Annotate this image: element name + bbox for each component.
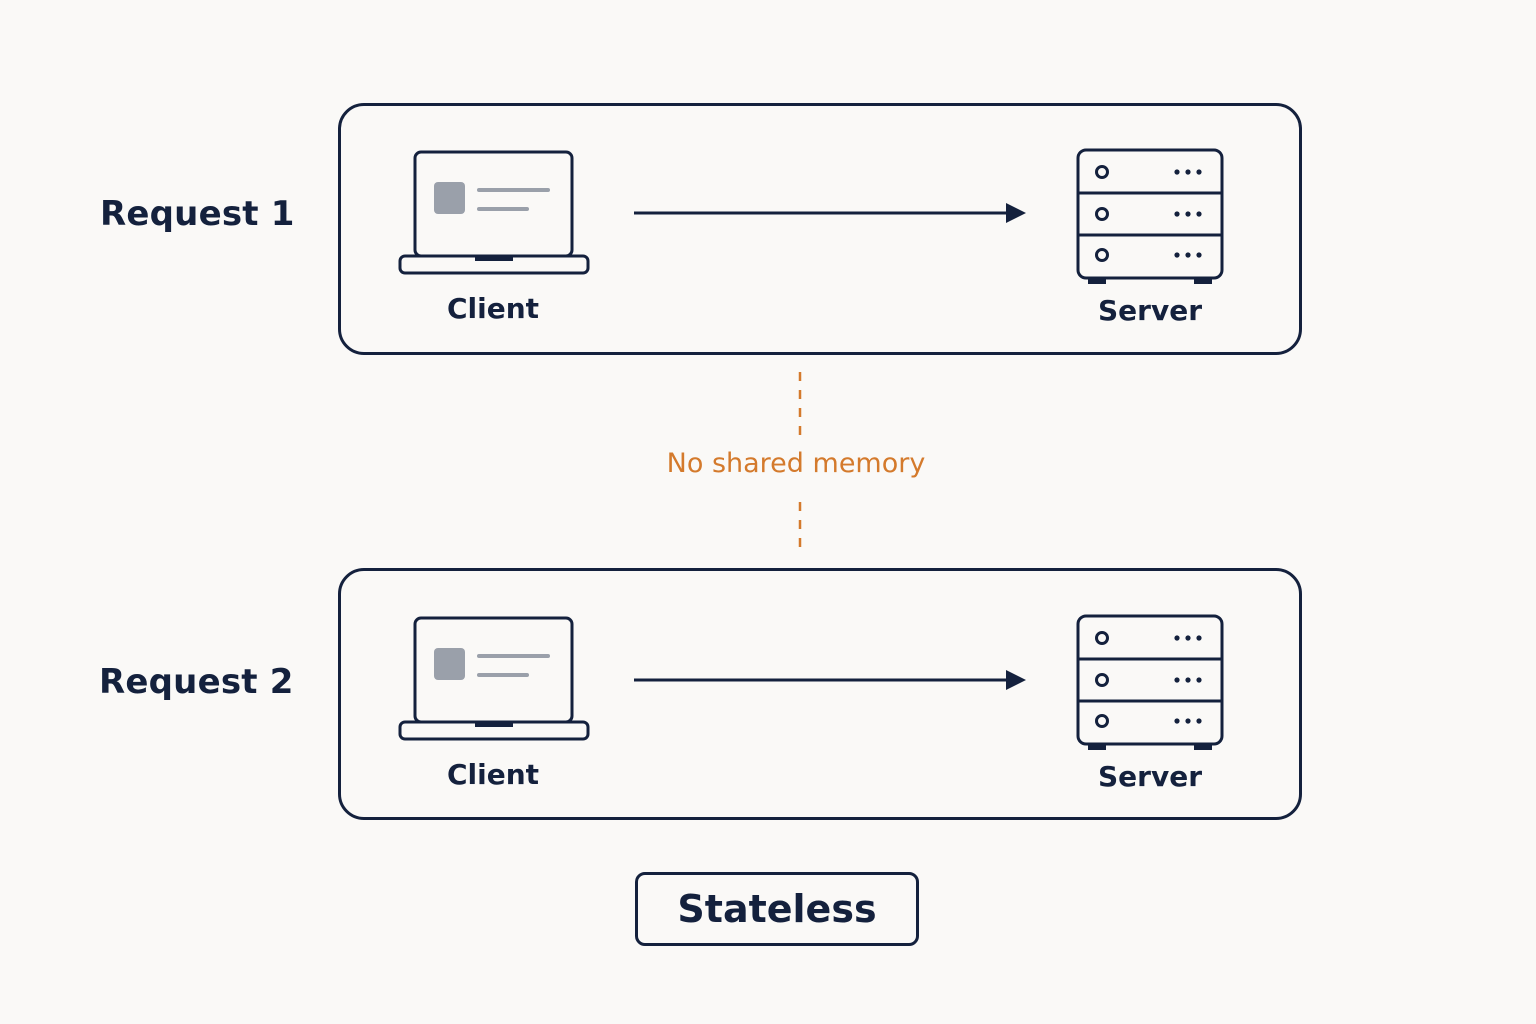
no-shared-memory-note: No shared memory: [666, 448, 926, 479]
divider-line-top: [798, 372, 802, 438]
server-rack-icon: [1076, 148, 1224, 284]
divider-line-bottom: [798, 502, 802, 550]
request-1-server-label: Server: [1097, 294, 1202, 327]
laptop-icon: [398, 150, 590, 275]
server-rack-icon: [1076, 614, 1224, 750]
arrow-right-icon: [634, 670, 1026, 690]
request-1-client-label: Client: [446, 292, 540, 325]
request-2-client-label: Client: [446, 758, 540, 791]
request-2-server-label: Server: [1097, 760, 1202, 793]
request-1-label: Request 1: [100, 194, 295, 234]
arrow-right-icon: [634, 203, 1026, 223]
request-2-label: Request 2: [99, 662, 294, 702]
stateless-badge: Stateless: [635, 872, 919, 946]
laptop-icon: [398, 616, 590, 741]
request-2-panel: [338, 568, 1302, 820]
request-1-panel: [338, 103, 1302, 355]
